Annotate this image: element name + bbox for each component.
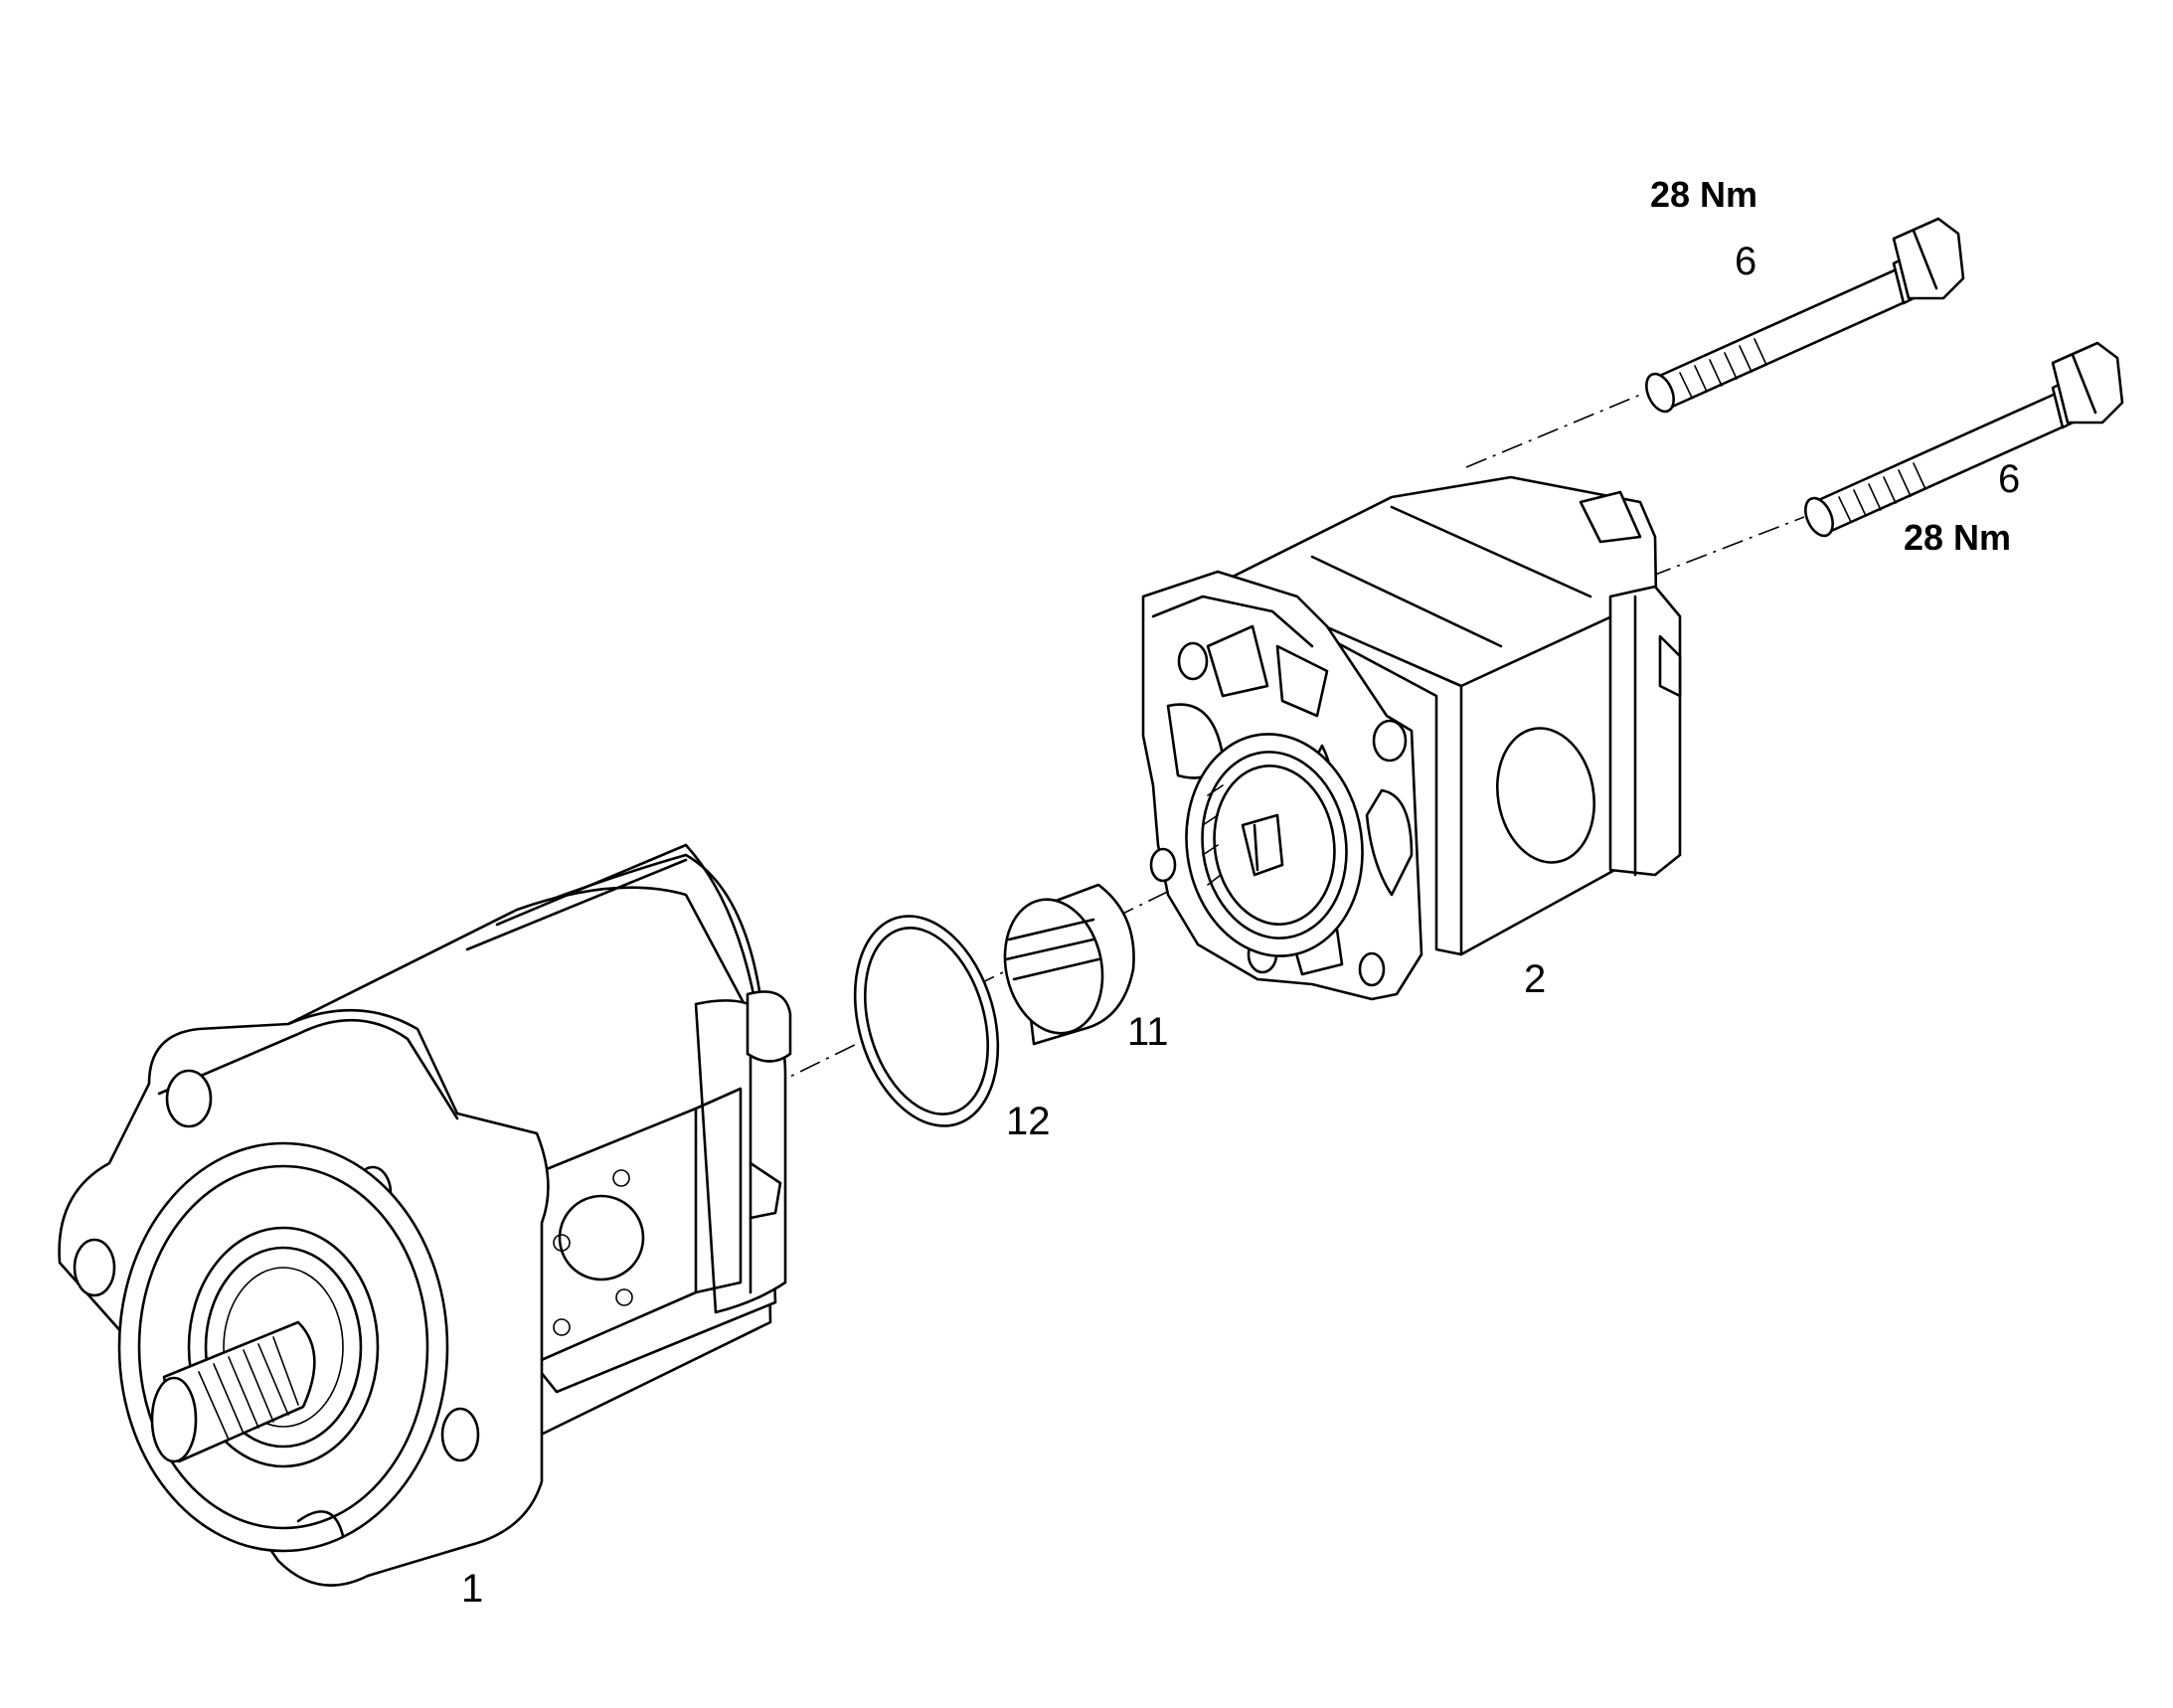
bolt-lower-part-6: [1804, 341, 2124, 538]
pump-section-part-2: [1141, 475, 1682, 1001]
callout-1: 1: [461, 1567, 484, 1611]
callout-6-upper: 6: [1735, 240, 1757, 283]
callout-12: 12: [1006, 1100, 1051, 1143]
bolt-upper-part-6: [1645, 217, 1965, 414]
callout-11: 11: [1127, 1010, 1169, 1054]
assembly-center-lines: [764, 392, 1805, 1090]
gear-pump-body-part-1: [58, 843, 792, 1587]
coupling-part-11: [1003, 883, 1135, 1046]
callout-2: 2: [1524, 957, 1547, 1001]
callout-6-lower: 6: [1998, 457, 2021, 501]
o-ring-part-12: [853, 915, 1000, 1127]
torque-label-upper: 28 Nm: [1650, 174, 1758, 215]
torque-label-lower: 28 Nm: [1904, 517, 2012, 558]
